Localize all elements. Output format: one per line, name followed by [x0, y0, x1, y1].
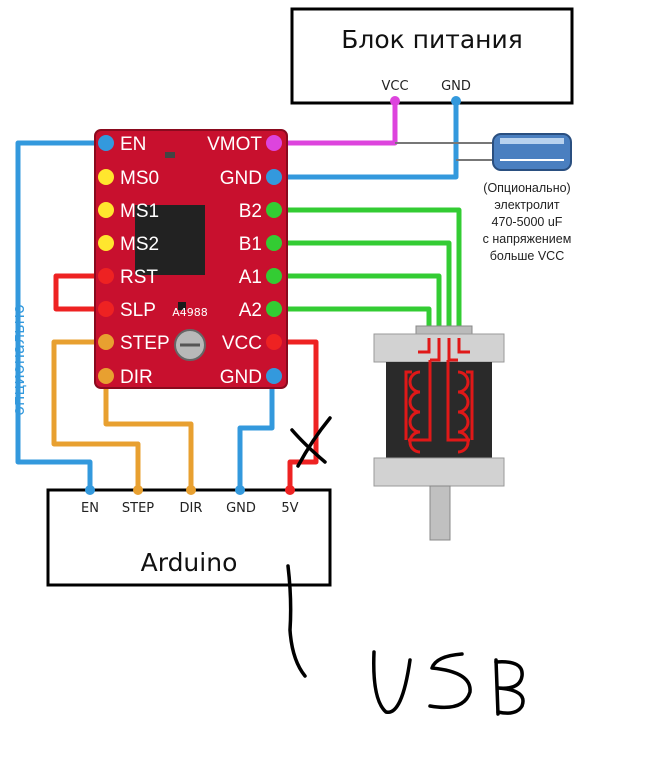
power-supply-gnd-label: GND	[441, 79, 471, 94]
pin-dot-gnd-top	[266, 169, 282, 185]
pin-label-vmot: VMOT	[207, 134, 262, 155]
capacitor-note-line-4: с напряжением	[483, 232, 572, 246]
pin-dot-ms1	[98, 202, 114, 218]
pin-label-dir: DIR	[120, 367, 153, 388]
wire-vcc-5v	[272, 339, 319, 488]
pin-dot-gnd-bottom	[266, 368, 282, 384]
pin-dot-a2	[266, 301, 282, 317]
arduino-dir-dot	[186, 485, 196, 495]
arduino-gnd-dot	[235, 485, 245, 495]
capacitor: (Опционально) электролит 470-5000 uF с н…	[395, 133, 572, 263]
driver-board: A4988 EN MS0 MS1 MS2 RST SLP STEP DIR VM…	[94, 129, 288, 389]
arduino-pin-gnd: GND	[226, 501, 256, 516]
pin-label-en: EN	[120, 134, 146, 155]
pin-label-b1: B1	[239, 234, 262, 255]
pin-dot-b1	[266, 235, 282, 251]
power-supply-title: Блок питания	[341, 25, 523, 54]
arduino-pin-en: EN	[81, 501, 99, 516]
arduino-pin-dir: DIR	[180, 501, 203, 516]
driver-chip	[135, 205, 205, 275]
pin-label-ms1: MS1	[120, 201, 159, 222]
pin-label-ms2: MS2	[120, 234, 159, 255]
handwritten-usb-cable	[286, 564, 307, 678]
stepper-motor	[373, 325, 505, 541]
wire-a2	[272, 306, 432, 330]
wire-dir	[103, 376, 194, 488]
wire-step	[51, 339, 141, 488]
pin-dot-en	[98, 135, 114, 151]
handwritten-usb	[372, 650, 525, 716]
pin-label-step: STEP	[120, 333, 170, 354]
pin-label-rst: RST	[120, 267, 158, 288]
pin-dot-ms0	[98, 169, 114, 185]
capacitor-note-line-5: больше VCC	[490, 249, 565, 263]
wire-en-optional	[15, 140, 106, 488]
arduino-title: Arduino	[141, 548, 238, 577]
pin-label-gnd-top: GND	[220, 168, 262, 189]
psu-vcc-dot	[390, 96, 400, 106]
wire-a1	[272, 273, 442, 330]
wire-gnd-arduino	[237, 376, 275, 488]
pin-label-slp: SLP	[120, 300, 156, 321]
capacitor-note-line-1: (Опционально)	[483, 181, 570, 195]
arduino-pin-step: STEP	[122, 501, 154, 516]
wire-vmot-vcc	[276, 98, 398, 146]
pin-label-vcc: VCC	[222, 333, 262, 354]
wires	[15, 98, 462, 488]
arduino-pin-5v: 5V	[281, 501, 298, 516]
pin-dot-ms2	[98, 235, 114, 251]
pin-label-a1: A1	[239, 267, 262, 288]
pin-dot-a1	[266, 268, 282, 284]
arduino-5v-dot	[285, 485, 295, 495]
handwritten-cross	[290, 416, 332, 468]
power-supply-vcc-label: VCC	[381, 79, 408, 94]
capacitor-note-line-3: 470-5000 uF	[492, 215, 563, 229]
pin-dot-b2	[266, 202, 282, 218]
pin-label-b2: B2	[239, 201, 262, 222]
wire-b1	[272, 240, 452, 330]
wire-b2	[272, 207, 462, 330]
arduino-box: Arduino EN STEP DIR GND 5V	[46, 488, 332, 587]
arduino-en-dot	[85, 485, 95, 495]
pin-dot-vmot	[266, 135, 282, 151]
wire-rst-slp-bridge	[53, 273, 106, 312]
capacitor-note-line-2: электролит	[494, 198, 560, 212]
pin-label-gnd-bottom: GND	[220, 367, 262, 388]
optional-label: опционально	[9, 304, 28, 416]
pin-dot-dir	[98, 368, 114, 384]
psu-gnd-dot	[451, 96, 461, 106]
pin-dot-rst	[98, 268, 114, 284]
arduino-step-dot	[133, 485, 143, 495]
pin-label-a2: A2	[239, 300, 262, 321]
pin-label-ms0: MS0	[120, 168, 159, 189]
driver-marking: A4988	[172, 306, 208, 319]
pin-dot-step	[98, 334, 114, 350]
wire-gnd-psu	[276, 98, 459, 180]
power-supply-box: Блок питания VCC GND	[290, 7, 574, 105]
pin-dot-vcc	[266, 334, 282, 350]
pin-dot-slp	[98, 301, 114, 317]
